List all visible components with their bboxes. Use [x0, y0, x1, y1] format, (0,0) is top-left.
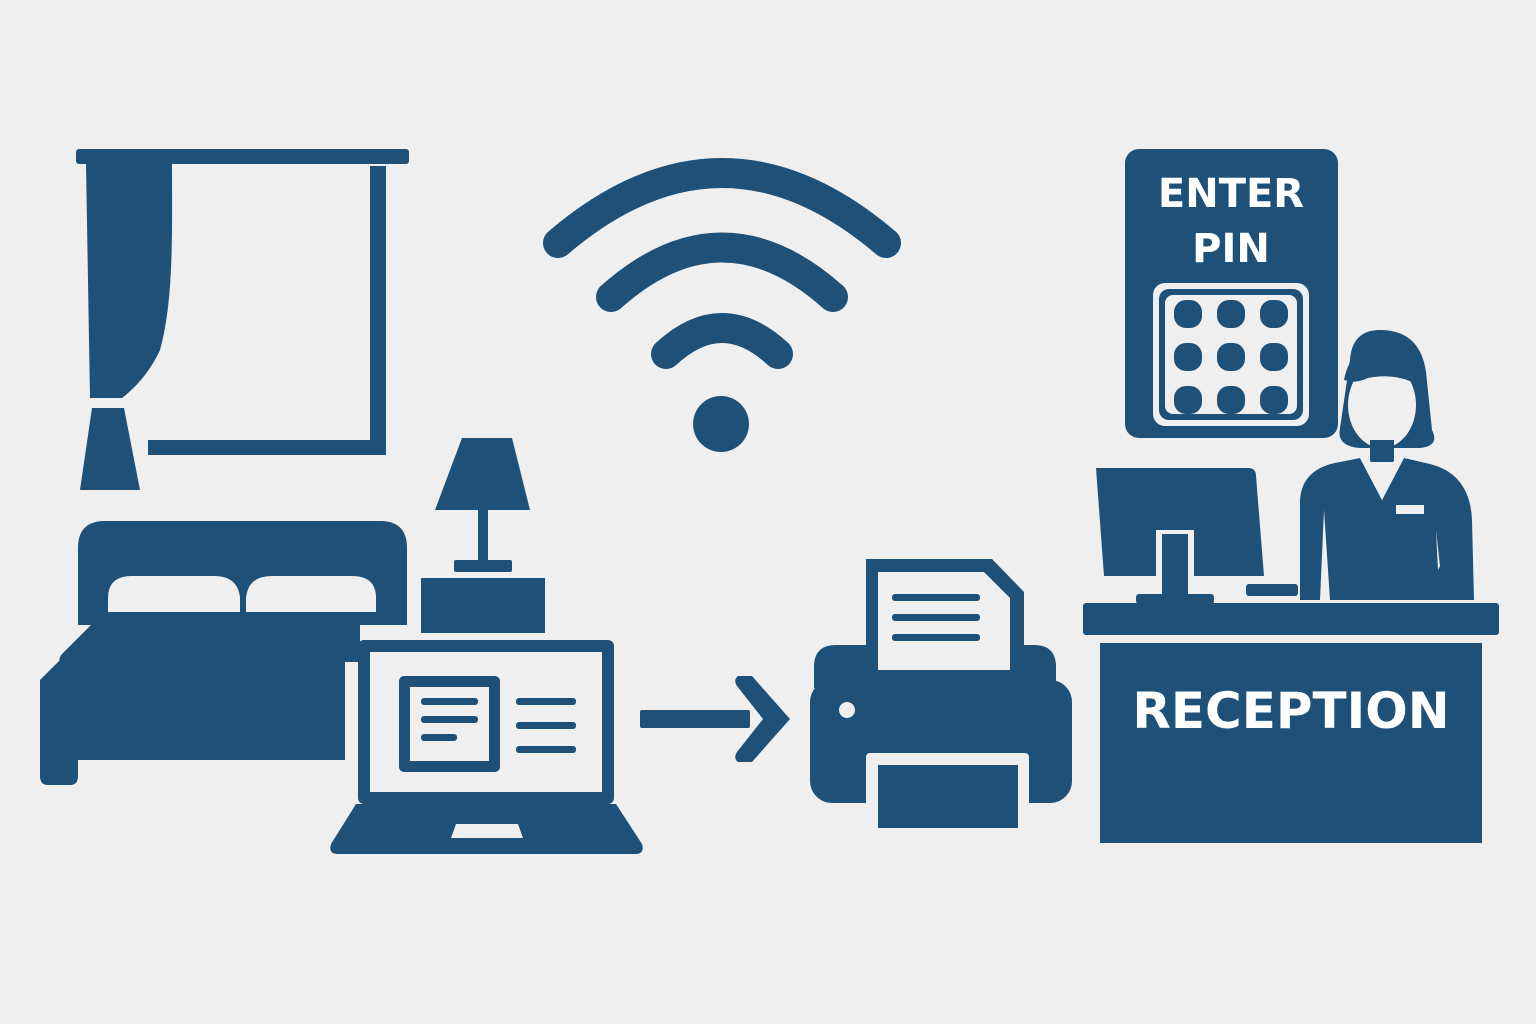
lamp-icon: [435, 438, 530, 572]
curtain-icon: [80, 164, 173, 490]
bed-icon: [40, 521, 407, 785]
wifi-icon: [543, 158, 901, 369]
reception-desk-icon: [1083, 603, 1499, 843]
pin-key: [1260, 343, 1288, 371]
printer-icon: [810, 559, 1072, 840]
arrow-right-icon: [640, 676, 790, 762]
laptop-icon: [330, 640, 643, 854]
nightstand-icon: [421, 578, 545, 633]
pin-title-line2: PIN: [1192, 226, 1270, 272]
pin-key: [1174, 300, 1202, 328]
receptionist-icon: [1300, 330, 1474, 600]
pin-key: [1217, 300, 1245, 328]
computer-monitor-icon: [1096, 468, 1298, 604]
pin-key: [1174, 386, 1202, 414]
pin-key: [1217, 386, 1245, 414]
pin-key: [1174, 343, 1202, 371]
pin-key: [1260, 300, 1288, 328]
pin-title-line1: ENTER: [1158, 171, 1304, 217]
wifi-dot: [693, 396, 749, 452]
pin-keypad: [1174, 300, 1288, 414]
pin-key: [1260, 386, 1288, 414]
window-icon: [76, 149, 409, 455]
reception-label: RECEPTION: [1132, 682, 1449, 740]
pin-key: [1217, 343, 1245, 371]
